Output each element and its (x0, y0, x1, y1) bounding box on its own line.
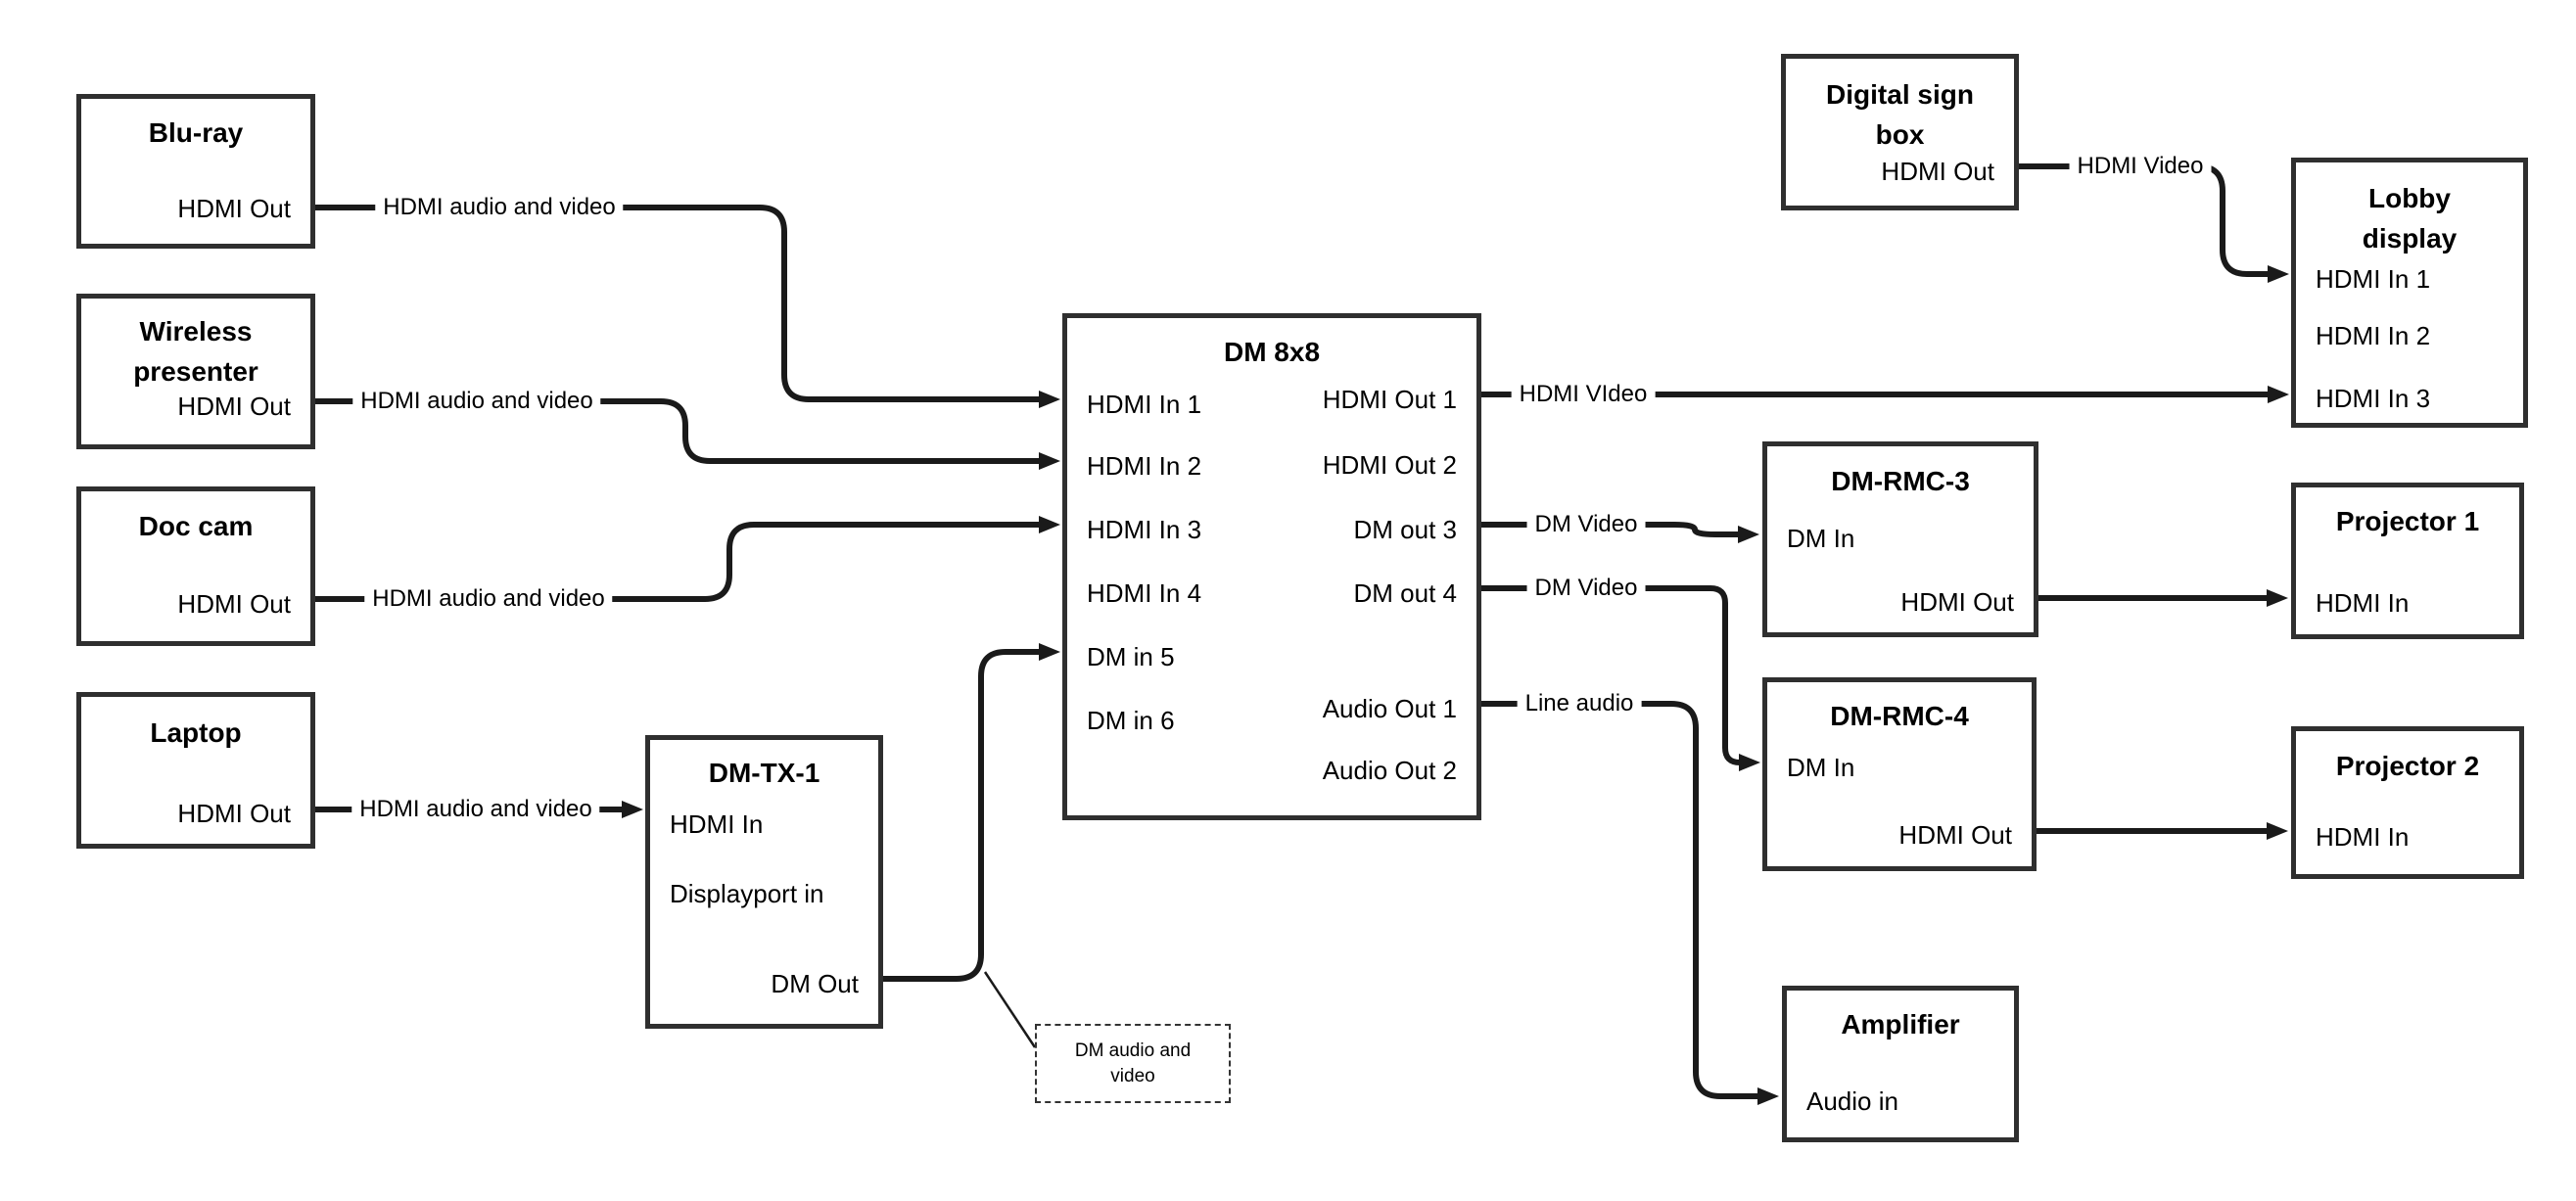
port-dm8x8-hdmi-in-4: HDMI In 4 (1087, 578, 1202, 608)
annotation-note-text: DM audio and video (1074, 1039, 1192, 1086)
port-dmrmc4-hdmi-out: HDMI Out (1898, 820, 2012, 850)
port-dm8x8-dm-in-6: DM in 6 (1087, 706, 1175, 735)
node-projector-1: Projector 1 HDMI In (2291, 483, 2524, 639)
port-dmtx1-hdmi-in: HDMI In (670, 809, 764, 839)
node-doc-cam: Doc cam HDMI Out (76, 486, 315, 646)
node-wireless-presenter: Wireless presenter HDMI Out (76, 294, 315, 449)
edge-label-dm8x8-to-dmrmc4: DM Video (1526, 575, 1646, 602)
edge-dm8x8-to-dmrmc3 (1481, 522, 1759, 543)
annotation-note: DM audio and video (1035, 1024, 1231, 1103)
node-dm-rmc-3-title: DM-RMC-3 (1831, 466, 1970, 496)
node-dm-rmc-3: DM-RMC-3 DM In HDMI Out (1762, 441, 2038, 637)
port-lobby-hdmi-in-2: HDMI In 2 (2316, 321, 2431, 350)
edge-label-digitalsign-to-lobby: HDMI Video (2069, 153, 2212, 180)
port-dm8x8-hdmi-in-3: HDMI In 3 (1087, 515, 1202, 544)
node-dm-8x8: DM 8x8 HDMI In 1 HDMI In 2 HDMI In 3 HDM… (1062, 313, 1481, 820)
port-dmtx1-dm-out: DM Out (771, 969, 859, 998)
port-amplifier-audio-in: Audio in (1806, 1086, 1898, 1116)
node-projector-1-title: Projector 1 (2335, 506, 2480, 536)
port-dm8x8-hdmi-in-2: HDMI In 2 (1087, 451, 1202, 481)
port-dm8x8-hdmi-out-1: HDMI Out 1 (1322, 385, 1457, 414)
port-dm8x8-hdmi-in-1: HDMI In 1 (1087, 390, 1202, 419)
node-doc-cam-title: Doc cam (138, 511, 254, 541)
node-digital-sign-box: Digital sign box HDMI Out (1781, 54, 2019, 210)
edge-dm8x8-to-amplifier (1481, 701, 1779, 1105)
edge-label-wireless-to-dm8x8: HDMI audio and video (352, 388, 601, 415)
note-leader-line (983, 971, 1037, 1048)
node-dm-8x8-title: DM 8x8 (1223, 337, 1321, 367)
node-bluray: Blu-ray HDMI Out (76, 94, 315, 249)
port-doccam-hdmi-out: HDMI Out (177, 589, 291, 619)
port-dm8x8-dm-in-5: DM in 5 (1087, 642, 1175, 671)
port-dm8x8-audio-out-1: Audio Out 1 (1322, 694, 1457, 723)
port-dmrmc3-hdmi-out: HDMI Out (1900, 587, 2014, 617)
port-lobby-hdmi-in-3: HDMI In 3 (2316, 384, 2431, 413)
node-bluray-title: Blu-ray (148, 117, 244, 148)
node-projector-2: Projector 2 HDMI In (2291, 726, 2524, 879)
edge-label-doccam-to-dm8x8: HDMI audio and video (364, 585, 613, 613)
port-laptop-hdmi-out: HDMI Out (177, 799, 291, 828)
node-dm-rmc-4-title: DM-RMC-4 (1830, 701, 1969, 731)
edge-label-dm8x8-to-amplifier: Line audio (1517, 690, 1642, 717)
port-dmrmc3-dm-in: DM In (1787, 524, 1855, 553)
edge-dmtx1-to-dm8x8 (883, 643, 1060, 982)
edge-bluray-to-dm8x8 (315, 205, 1060, 408)
edge-doccam-to-dm8x8 (315, 516, 1060, 602)
node-dm-tx-1-title: DM-TX-1 (708, 758, 820, 788)
port-lobby-hdmi-in-1: HDMI In 1 (2316, 264, 2431, 294)
node-projector-2-title: Projector 2 (2335, 751, 2480, 781)
node-amplifier-title: Amplifier (1841, 1009, 1960, 1039)
edge-label-dm8x8-to-dmrmc3: DM Video (1526, 511, 1646, 538)
node-digital-sign-box-title: Digital sign box (1826, 79, 1974, 150)
node-dm-rmc-4: DM-RMC-4 DM In HDMI Out (1762, 677, 2037, 871)
port-dmtx1-displayport-in: Displayport in (670, 879, 824, 908)
node-laptop-title: Laptop (150, 717, 242, 748)
node-amplifier: Amplifier Audio in (1782, 986, 2019, 1142)
port-dm8x8-audio-out-2: Audio Out 2 (1322, 756, 1457, 785)
edge-label-bluray-to-dm8x8: HDMI audio and video (375, 194, 624, 221)
edge-dm8x8-to-dmrmc4 (1481, 585, 1760, 771)
port-dm8x8-dm-out-4: DM out 4 (1353, 578, 1458, 608)
edge-label-laptop-to-dmtx1: HDMI audio and video (351, 796, 600, 823)
node-lobby-display: Lobby display HDMI In 1 HDMI In 2 HDMI I… (2291, 158, 2528, 428)
node-lobby-display-title: Lobby display (2362, 183, 2458, 254)
node-laptop: Laptop HDMI Out (76, 692, 315, 849)
node-dm-tx-1: DM-TX-1 HDMI In Displayport in DM Out (645, 735, 883, 1029)
node-wireless-presenter-title: Wireless presenter (133, 316, 258, 387)
port-dm8x8-dm-out-3: DM out 3 (1353, 515, 1458, 544)
port-wireless-hdmi-out: HDMI Out (177, 392, 291, 421)
port-dm8x8-hdmi-out-2: HDMI Out 2 (1322, 450, 1457, 480)
port-dmrmc4-dm-in: DM In (1787, 753, 1855, 782)
port-projector2-hdmi-in: HDMI In (2316, 822, 2410, 852)
edge-digitalsign-to-lobby (2019, 163, 2289, 283)
edge-label-dm8x8-to-lobby: HDMI VIdeo (1511, 381, 1656, 408)
port-projector1-hdmi-in: HDMI In (2316, 588, 2410, 618)
edge-wireless-to-dm8x8 (315, 398, 1060, 470)
port-bluray-hdmi-out: HDMI Out (177, 194, 291, 223)
port-digitalsign-hdmi-out: HDMI Out (1881, 157, 1994, 186)
